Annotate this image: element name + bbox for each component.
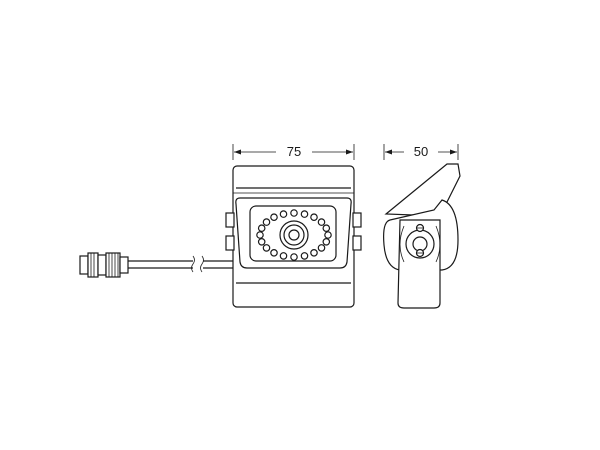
ir-led-icon xyxy=(322,238,331,246)
ir-led-icon xyxy=(270,213,278,222)
ir-led-icon xyxy=(262,244,271,252)
cable-assembly xyxy=(79,252,240,278)
ir-led-icon xyxy=(317,218,326,226)
ir-led-icon xyxy=(310,213,318,222)
ir-led-icon xyxy=(279,210,288,218)
depth-dimension: 50 xyxy=(383,144,459,160)
camera-side-view xyxy=(383,163,461,309)
camera-front-view xyxy=(225,165,362,308)
ir-led-ring xyxy=(256,209,332,261)
width-dimension: 75 xyxy=(232,144,355,160)
connector-plug-icon xyxy=(79,252,129,278)
ir-led-icon xyxy=(257,238,266,246)
ir-led-icon xyxy=(290,253,298,261)
ir-led-icon xyxy=(256,231,264,239)
width-dimension-label: 75 xyxy=(287,144,301,159)
ir-led-icon xyxy=(322,224,331,233)
depth-dimension-label: 50 xyxy=(414,144,428,159)
ir-led-icon xyxy=(270,249,278,257)
screw-icon xyxy=(415,223,425,233)
ir-led-icon xyxy=(300,210,309,218)
screw-icon xyxy=(415,248,425,258)
ir-led-icon xyxy=(262,218,271,226)
ir-led-icon xyxy=(300,252,309,260)
ir-led-icon xyxy=(317,244,326,252)
ir-led-icon xyxy=(279,252,288,260)
camera-lens-icon xyxy=(279,220,309,250)
ir-led-icon xyxy=(257,224,266,233)
ir-led-icon xyxy=(290,209,298,217)
ir-led-icon xyxy=(324,231,332,239)
break-symbol-icon xyxy=(191,255,204,273)
ir-led-icon xyxy=(310,249,318,257)
